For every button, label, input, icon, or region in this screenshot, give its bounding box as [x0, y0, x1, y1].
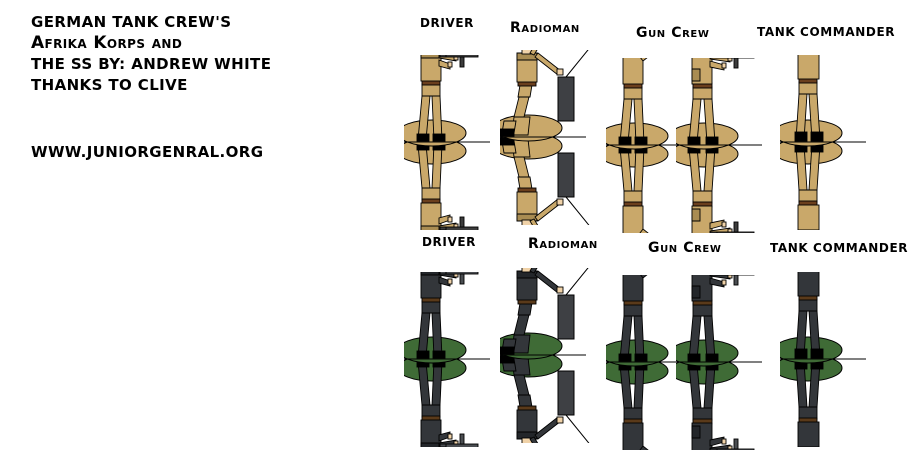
credit-line-3: THE SS BY: ANDREW WHITE [31, 55, 272, 73]
figure-afrika-korps-radioman [500, 50, 610, 225]
figure-ss-tank-commander [780, 272, 890, 447]
website-url: WWW.JUNIORGENRAL.ORG [31, 143, 264, 161]
credits-block: GERMAN TANK CREW'S Afrika Korps and THE … [31, 12, 371, 96]
figure-afrika-korps-driver [404, 55, 514, 230]
antenna-line [565, 50, 589, 78]
figure-ss-gun-crew-2 [676, 275, 786, 450]
figure-ss-gun-crew-1 [606, 275, 716, 450]
figure-label-ss-radioman: Radioman [528, 236, 598, 252]
figure-label-afrika-korps-driver: DRIVER [420, 16, 474, 30]
figure-afrika-korps-gun-crew-1 [606, 58, 716, 233]
figure-label-ss-driver: DRIVER [422, 235, 476, 249]
credit-line-1: GERMAN TANK CREW'S [31, 13, 232, 31]
antenna-line-mirror [565, 414, 590, 443]
figure-afrika-korps-tank-commander [780, 55, 890, 230]
figure-label-afrika-korps-tank-commander: TANK COMMANDER [757, 25, 896, 39]
figure-label-afrika-korps-gun-crew: Gun Crew [636, 25, 710, 41]
figure-afrika-korps-gun-crew-2 [676, 58, 786, 233]
figure-label-ss-tank-commander: TANK COMMANDER [770, 241, 909, 255]
credit-line-2: Afrika Korps and [31, 33, 183, 53]
antenna-line [565, 268, 589, 296]
antenna-line-mirror [565, 196, 590, 225]
figure-label-ss-gun-crew: Gun Crew [648, 240, 722, 256]
figure-label-afrika-korps-radioman: Radioman [510, 20, 580, 36]
figure-ss-radioman [500, 268, 610, 443]
credit-line-4: THANKS TO CLIVE [31, 76, 188, 94]
figure-ss-driver [404, 272, 514, 447]
